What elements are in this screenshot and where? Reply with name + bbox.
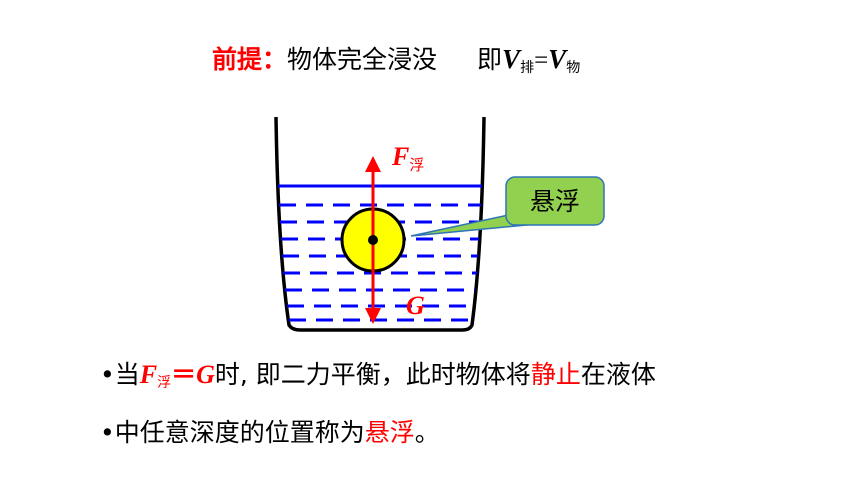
premise-statement: 前提：物体完全浸没即V排=V物 xyxy=(212,40,580,77)
line1-prefix: 当 xyxy=(114,360,140,389)
f-symbol: F xyxy=(139,360,158,389)
g-symbol: G xyxy=(196,360,215,389)
premise-label: 前提： xyxy=(212,45,288,74)
premise-text: 物体完全浸没 xyxy=(287,45,438,74)
buoyancy-label: F浮 xyxy=(391,142,424,174)
line2-prefix: 中任意深度的位置称为 xyxy=(114,418,365,447)
bullet: • xyxy=(100,418,115,447)
callout-label: 悬浮 xyxy=(530,187,580,216)
v-object-sub: 物 xyxy=(566,60,581,76)
gravity-label: G xyxy=(406,291,425,320)
line1-middle: 时, 即二力平衡，此时物体将 xyxy=(214,360,531,389)
line2-highlight: 悬浮 xyxy=(364,418,415,447)
line2-suffix: 。 xyxy=(414,418,440,447)
explanation-line-1: •当F浮＝G时, 即二力平衡，此时物体将静止在液体 xyxy=(100,355,656,392)
center-dot xyxy=(368,235,378,245)
line1-suffix: 在液体 xyxy=(580,360,656,389)
line1-equals: ＝ xyxy=(171,360,197,389)
v-displaced-symbol: V xyxy=(502,44,521,74)
premise-equivalence-prefix: 即 xyxy=(477,45,503,74)
explanation-line-2: •中任意深度的位置称为悬浮。 xyxy=(100,413,440,449)
beaker xyxy=(274,116,486,332)
buoyancy-sub: 浮 xyxy=(409,156,424,174)
line1-highlight: 静止 xyxy=(530,360,581,389)
buoyancy-symbol: F xyxy=(391,142,409,171)
gravity-arrowhead xyxy=(365,308,381,324)
f-sub: 浮 xyxy=(157,375,172,391)
premise-equals: = xyxy=(534,47,549,74)
callout-box xyxy=(505,176,605,226)
bullet: • xyxy=(100,360,115,389)
buoyancy-arrowhead xyxy=(365,156,381,172)
v-object-symbol: V xyxy=(548,44,567,74)
v-displaced-sub: 排 xyxy=(520,60,535,76)
